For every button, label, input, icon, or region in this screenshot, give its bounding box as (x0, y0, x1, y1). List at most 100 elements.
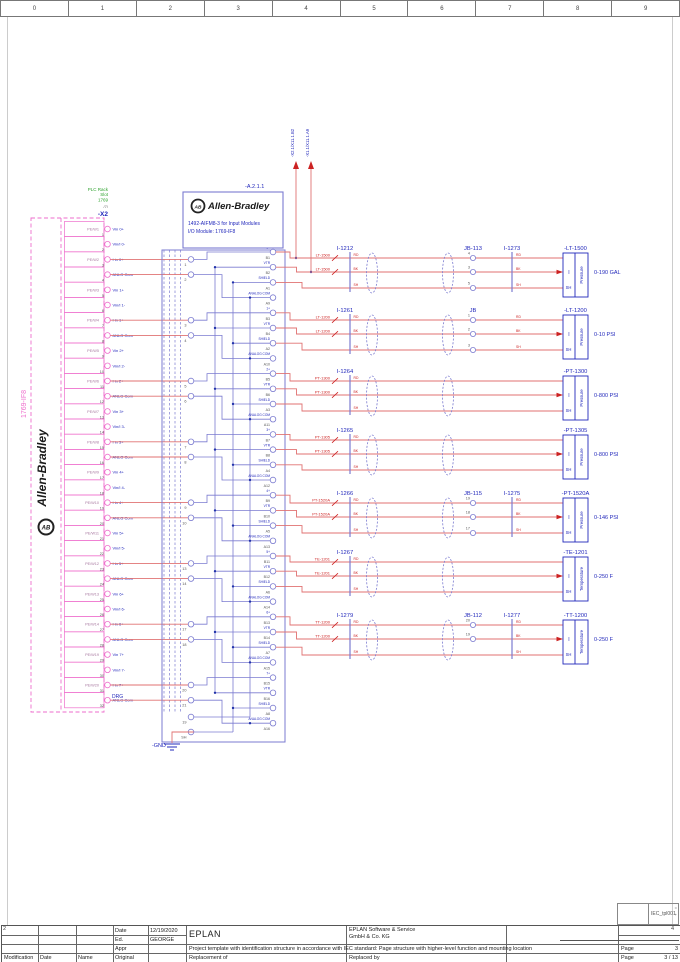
svg-text:-PT-1305: -PT-1305 (564, 428, 588, 434)
svg-text:SHIELD: SHIELD (258, 519, 270, 523)
svg-text:Vin/I 3-: Vin/I 3- (113, 424, 126, 429)
svg-text:A9: A9 (266, 302, 270, 306)
tb-signature-line (560, 940, 679, 941)
svg-text:0-190 GAL: 0-190 GAL (594, 270, 621, 276)
tb-page-value-1: 3 (674, 946, 678, 952)
svg-text:I-1277: I-1277 (504, 613, 520, 619)
svg-text:RD: RD (354, 435, 359, 439)
svg-text:VTR: VTR (264, 504, 271, 508)
svg-text:JB-115: JB-115 (464, 491, 482, 497)
svg-text:SHIELD: SHIELD (258, 641, 270, 645)
svg-text:AB: AB (41, 526, 51, 532)
svg-text:TT-1200: TT-1200 (315, 620, 331, 625)
svg-text:PE/W1: PE/W1 (87, 228, 99, 232)
circuit-LT-1500: LT-1500LT-1500I-1212RDBKSHJB-113435RDBKS… (275, 246, 563, 294)
svg-text:1: 1 (184, 263, 186, 267)
tb-line (618, 935, 680, 936)
svg-text:I: I (568, 452, 569, 458)
svg-text:ANALOG COM: ANALOG COM (248, 413, 270, 417)
svg-text:I-1261: I-1261 (337, 308, 353, 314)
svg-text:13: 13 (182, 567, 186, 571)
svg-text:I: I (568, 393, 569, 399)
svg-text:VTR: VTR (264, 687, 271, 691)
svg-text:B14: B14 (264, 636, 270, 640)
ruler-cell: 3 (204, 0, 273, 16)
svg-text:PT-1300: PT-1300 (315, 376, 331, 381)
svg-text:TE-1201: TE-1201 (315, 557, 331, 562)
svg-text:SH: SH (566, 589, 572, 594)
svg-text:6: 6 (102, 309, 104, 313)
tb-appr-label: Appr (115, 946, 127, 952)
svg-text:A7: A7 (266, 651, 270, 655)
svg-text:8: 8 (184, 461, 186, 465)
svg-text:Vin 6+: Vin 6+ (113, 591, 125, 596)
svg-text:4: 4 (184, 339, 186, 343)
svg-text:21: 21 (100, 537, 104, 541)
svg-text:0-800 PSI: 0-800 PSI (594, 452, 619, 458)
svg-text:SHIELD: SHIELD (258, 276, 270, 280)
svg-text:SH: SH (566, 285, 572, 290)
svg-text:SH: SH (354, 650, 359, 654)
svg-text:I-1212: I-1212 (337, 246, 353, 252)
svg-text:18: 18 (100, 491, 104, 495)
svg-text:PT-1300: PT-1300 (315, 390, 331, 395)
svg-text:5: 5 (102, 294, 104, 298)
svg-text:A16: A16 (264, 727, 270, 731)
svg-text:PE/W6: PE/W6 (87, 380, 99, 384)
svg-text:26: 26 (100, 613, 104, 617)
svg-text:RD: RD (354, 315, 359, 319)
svg-text:SH: SH (516, 528, 521, 532)
plot-frame-divider (648, 904, 649, 926)
svg-text:LT-1200: LT-1200 (316, 329, 331, 334)
svg-text:ANALOG COM: ANALOG COM (248, 595, 270, 599)
svg-text:6+: 6+ (266, 611, 270, 615)
tb-ed-label: Ed. (115, 937, 124, 943)
svg-text:SH: SH (354, 587, 359, 591)
svg-text:SHIELD: SHIELD (258, 702, 270, 706)
tb-page-label-1: Page (621, 946, 634, 952)
svg-text:I: I (568, 637, 569, 643)
svg-text:A3: A3 (266, 408, 270, 412)
svg-text:-PT-1300: -PT-1300 (564, 369, 588, 375)
title-block: Date 12/19/2020 Ed. GEORGE Appr Modifica… (1, 925, 680, 962)
tb-line (2, 953, 680, 954)
svg-text:19: 19 (466, 497, 470, 501)
svg-text:TT-1200: TT-1200 (315, 634, 331, 639)
svg-text:VTR: VTR (264, 626, 271, 630)
svg-text:17: 17 (182, 628, 186, 632)
svg-text:Temperature: Temperature (579, 566, 584, 591)
svg-text:A1: A1 (266, 286, 270, 290)
svg-text:3: 3 (468, 266, 470, 270)
svg-text:15: 15 (100, 446, 104, 450)
svg-text:1: 1 (102, 233, 104, 237)
svg-text:-TT-1200: -TT-1200 (564, 613, 588, 619)
tb-line (2, 944, 680, 945)
ruler-cell: 4 (272, 0, 341, 16)
svg-text:SH: SH (516, 283, 521, 287)
svg-text:Vin/I 5-: Vin/I 5- (113, 546, 126, 551)
svg-text:1: 1 (468, 314, 470, 318)
svg-text:RD: RD (354, 253, 359, 257)
svg-text:B2: B2 (266, 271, 270, 275)
svg-text:24: 24 (100, 583, 104, 587)
svg-text:SH: SH (354, 528, 359, 532)
tb-name-col: Name (78, 955, 93, 961)
svg-text:JB: JB (470, 308, 477, 314)
svg-text:A13: A13 (264, 545, 270, 549)
tb-original: Original (115, 955, 134, 961)
svg-text:A11: A11 (264, 423, 270, 427)
svg-text:19: 19 (182, 721, 186, 725)
svg-text:2+: 2+ (266, 367, 270, 371)
svg-text:TE-1201: TE-1201 (315, 571, 331, 576)
ruler-cell: 7 (476, 0, 545, 16)
svg-text:JB-113: JB-113 (464, 246, 482, 252)
svg-text:PE/W4: PE/W4 (87, 319, 99, 323)
tb-replaced-by: Replaced by (349, 955, 380, 961)
plot-frame-name: IEC_tpl001 (651, 911, 676, 917)
svg-text:BK: BK (516, 512, 521, 516)
svg-text:32: 32 (100, 704, 104, 708)
svg-text:4: 4 (468, 252, 470, 256)
